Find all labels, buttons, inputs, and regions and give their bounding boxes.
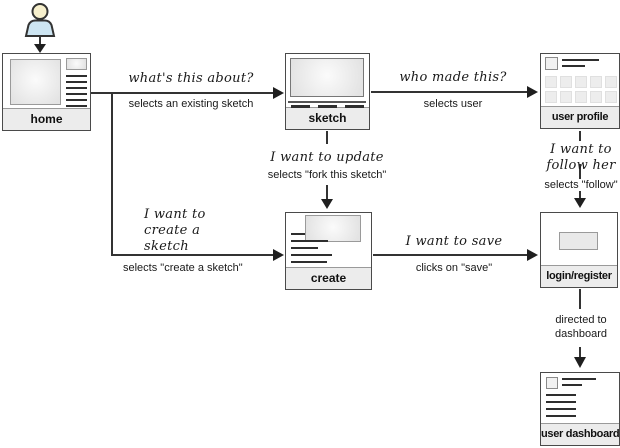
node-login-register-label: login/register <box>541 265 617 287</box>
arrow-user-to-home <box>34 37 46 53</box>
user-icon <box>24 3 56 37</box>
node-create: create <box>285 212 372 290</box>
node-sketch: sketch <box>285 53 370 130</box>
text-line <box>291 240 328 242</box>
toolbar-dash <box>345 105 364 108</box>
placeholder-rect <box>66 58 87 70</box>
edge-home-sketch-action: selects an existing sketch <box>128 98 254 110</box>
node-user-dashboard-label: user dashboard <box>541 423 619 445</box>
divider-line <box>288 101 366 103</box>
edge-sketch-create-action: selects "fork this sketch" <box>267 169 387 181</box>
create-wireframe <box>286 213 371 267</box>
edge-create-login-action: clicks on "save" <box>415 262 493 274</box>
text-line <box>66 81 87 83</box>
text-line <box>562 384 582 386</box>
text-line <box>291 247 318 249</box>
node-create-label: create <box>286 267 371 289</box>
user-dashboard-wireframe <box>541 373 619 423</box>
text-line <box>66 93 87 95</box>
text-line <box>546 415 576 417</box>
edge-home-create-intent: I want to create a sketch <box>144 207 206 254</box>
edge-profile-login-action: selects "follow" <box>544 179 618 191</box>
edge-sketch-profile-intent: who made this? <box>399 70 507 85</box>
edge-login-dashboard-action: directed to dashboard <box>555 314 607 340</box>
thumbnail-cell <box>605 91 617 103</box>
canvas-rect <box>290 58 364 97</box>
sketch-wireframe <box>286 54 369 108</box>
edge-profile-login-intent: I want to follow her <box>546 142 616 173</box>
node-user-profile: user profile <box>540 53 620 129</box>
thumbnail-cell <box>575 91 587 103</box>
thumbnail-cell <box>590 91 602 103</box>
toolbar-dash <box>318 105 337 108</box>
home-wireframe <box>3 54 90 108</box>
text-line <box>66 75 87 77</box>
node-sketch-label: sketch <box>286 107 369 129</box>
text-line <box>546 394 576 396</box>
text-line <box>546 401 576 403</box>
thumbnail-cell <box>605 76 617 88</box>
edge-create-login-intent: I want to save <box>405 234 503 249</box>
thumbnail-cell <box>590 76 602 88</box>
edge-home-sketch-intent: what's this about? <box>128 71 254 86</box>
text-line <box>291 261 327 263</box>
node-login-register: login/register <box>540 212 618 288</box>
node-home-label: home <box>3 108 90 130</box>
arrow-sketch-to-user-profile <box>371 86 538 98</box>
form-rect <box>559 232 598 250</box>
text-line <box>66 87 87 89</box>
arrow-login-to-dashboard <box>574 289 586 368</box>
node-home: home <box>2 53 91 131</box>
node-user-dashboard: user dashboard <box>540 372 620 446</box>
text-line <box>546 408 576 410</box>
edge-sketch-profile-action: selects user <box>423 98 483 110</box>
arrow-create-to-login <box>373 249 538 261</box>
arrow-sketch-to-create <box>321 131 333 209</box>
text-line <box>562 378 596 380</box>
text-line <box>66 105 87 107</box>
thumbnail-cell <box>545 91 557 103</box>
toolbar-dash <box>291 105 310 108</box>
text-line <box>291 254 332 256</box>
thumbnail-cell <box>575 76 587 88</box>
arrow-home-to-sketch <box>91 87 284 99</box>
node-user-profile-label: user profile <box>541 106 619 128</box>
thumbnail-cell <box>545 76 557 88</box>
edge-sketch-create-intent: I want to update <box>270 150 384 165</box>
avatar <box>545 57 558 70</box>
arrow-home-to-create <box>111 93 284 261</box>
text-line <box>562 65 585 67</box>
user-profile-wireframe <box>541 54 619 106</box>
placeholder-rect <box>10 59 61 105</box>
placeholder-rect <box>305 215 361 242</box>
thumbnail-cell <box>560 76 572 88</box>
login-register-wireframe <box>541 213 617 265</box>
edge-home-create-action: selects "create a sketch" <box>123 262 243 274</box>
avatar <box>546 377 558 389</box>
arrow-user-profile-to-login <box>574 131 586 208</box>
text-line <box>66 99 87 101</box>
thumbnail-cell <box>560 91 572 103</box>
text-line <box>562 59 599 61</box>
